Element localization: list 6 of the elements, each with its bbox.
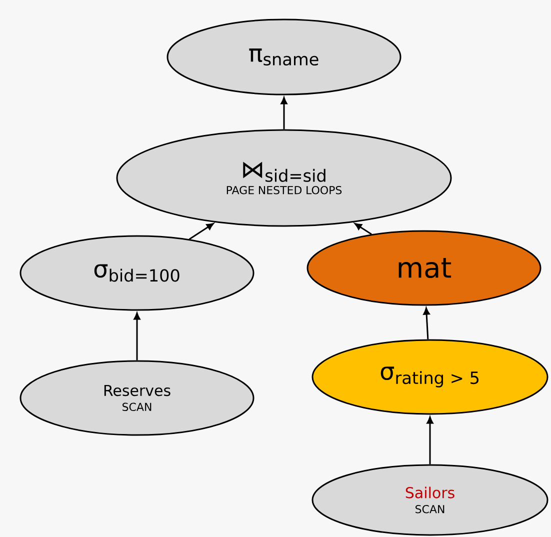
arrow [426, 416, 434, 464]
arrow [423, 308, 430, 340]
arrow [280, 97, 288, 130]
arrow [188, 223, 214, 240]
arrow [134, 312, 140, 360]
arrow [354, 223, 372, 235]
